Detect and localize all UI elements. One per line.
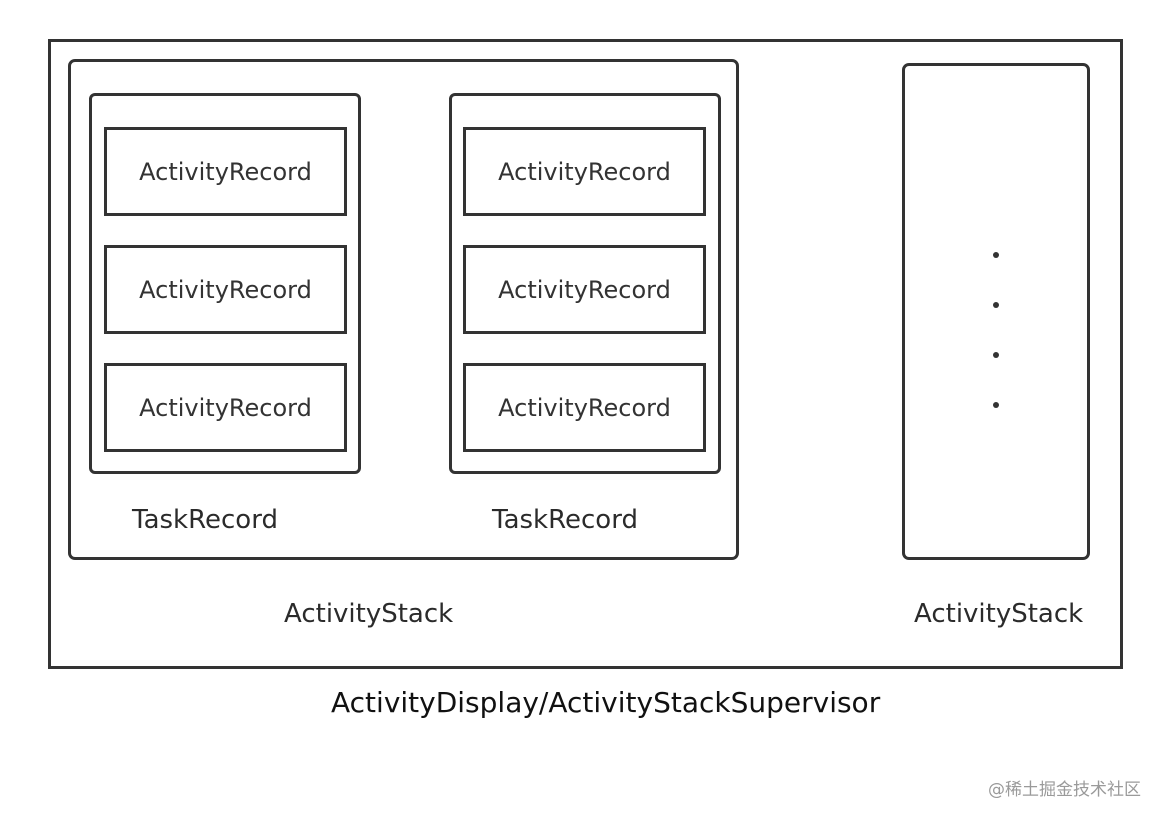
task-record-label: TaskRecord	[492, 505, 638, 535]
activity-stack-label: ActivityStack	[284, 599, 454, 629]
watermark: @稀土掘金技术社区	[988, 780, 1141, 800]
ellipsis-dot	[993, 352, 999, 358]
activity-record-box: ActivityRecord	[463, 127, 706, 216]
activity-record-box: ActivityRecord	[104, 245, 347, 334]
activity-record-box: ActivityRecord	[463, 245, 706, 334]
task-record-box	[89, 93, 361, 474]
ellipsis-dot	[993, 302, 999, 308]
task-record-label: TaskRecord	[132, 505, 278, 535]
activity-display-box	[48, 39, 1123, 669]
ellipsis-dot	[993, 402, 999, 408]
activity-record-box: ActivityRecord	[104, 363, 347, 452]
activity-stack-label: ActivityStack	[914, 599, 1084, 629]
task-record-box	[449, 93, 721, 474]
activity-record-box: ActivityRecord	[463, 363, 706, 452]
activity-stack-box	[902, 63, 1090, 560]
activity-record-box: ActivityRecord	[104, 127, 347, 216]
ellipsis-dot	[993, 252, 999, 258]
diagram-title: ActivityDisplay/ActivityStackSupervisor	[331, 686, 881, 719]
activity-stack-box	[68, 59, 739, 560]
